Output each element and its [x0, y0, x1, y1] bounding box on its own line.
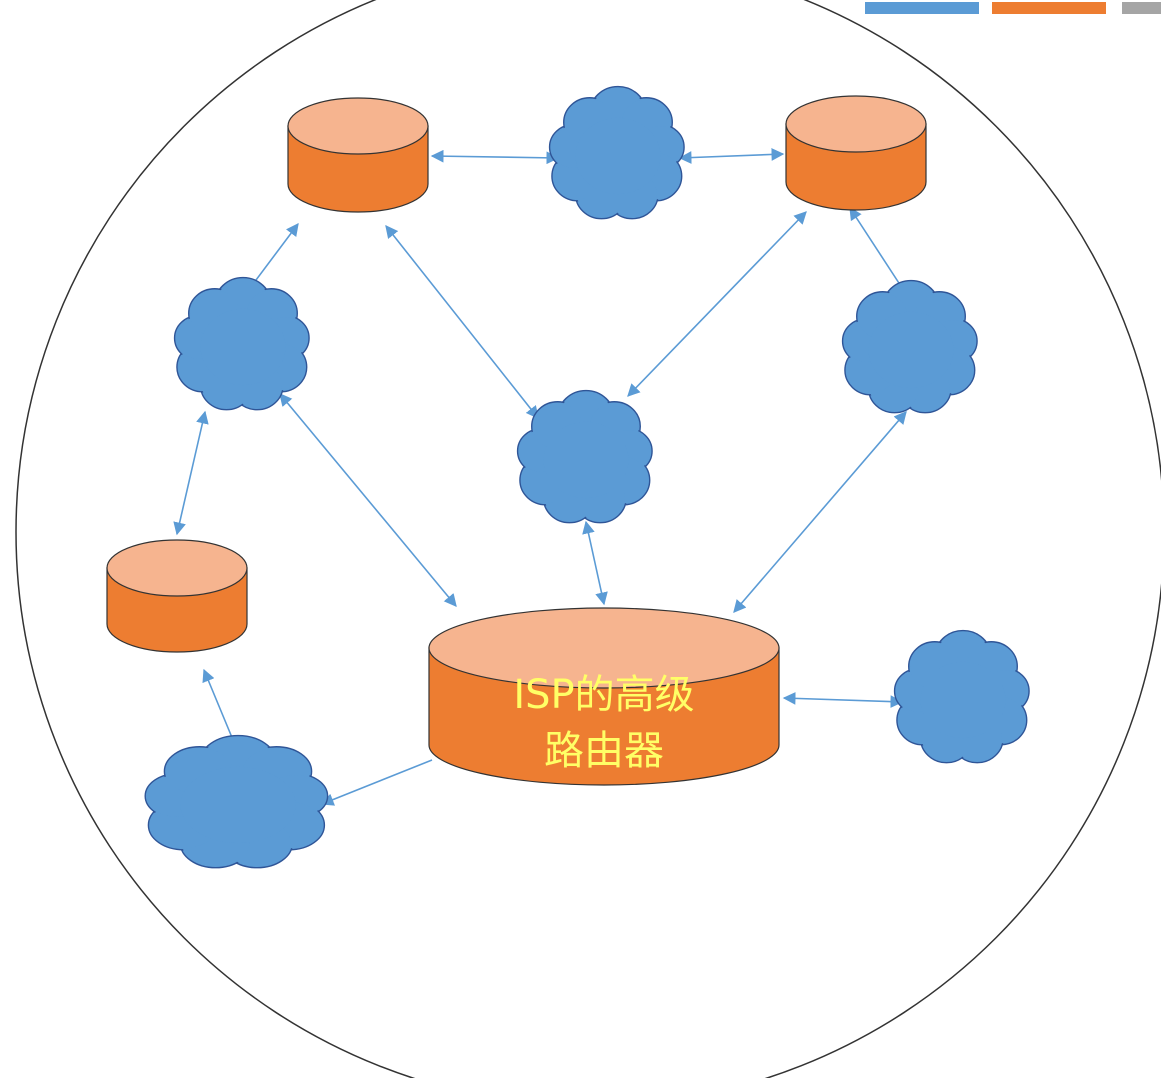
boundary-circle: [15, 0, 1161, 1078]
isp-router-label-line1: ISP的高级: [513, 672, 694, 718]
cloud-right-lower-icon: [893, 629, 1030, 764]
accent-bar-gray: [1122, 2, 1161, 14]
connection-arrow: [627, 211, 807, 397]
isp-router-label-line2: 路由器: [544, 728, 664, 774]
connection-arrow: [678, 148, 785, 164]
router-top-left-icon: [287, 97, 429, 213]
cloud-top-center-icon: [548, 85, 685, 220]
clouds: [144, 85, 1030, 869]
connection-arrow: [279, 393, 457, 607]
connection-arrow: [385, 224, 539, 420]
routers: [106, 95, 927, 786]
router-left-icon: [106, 539, 248, 653]
cloud-left-upper-icon: [173, 276, 310, 411]
accent-bar-orange: [992, 2, 1106, 14]
connection-arrow: [320, 759, 433, 806]
router-top-left-top: [287, 97, 429, 155]
connection-arrow: [782, 691, 904, 709]
connection-arrow: [582, 520, 608, 606]
router-top-right-icon: [785, 95, 927, 211]
connection-arrow: [733, 411, 907, 613]
connection-arrow: [430, 149, 560, 165]
cloud-center-icon: [516, 389, 653, 524]
cloud-right-upper-icon: [841, 279, 978, 414]
router-isp-icon: [428, 607, 780, 786]
cloud-bottom-left-icon: [144, 734, 329, 869]
accent-bar-blue: [865, 2, 979, 14]
router-left-top: [106, 539, 248, 597]
connection-arrow: [173, 410, 209, 536]
router-isp-top: [428, 607, 780, 689]
router-top-right-top: [785, 95, 927, 153]
